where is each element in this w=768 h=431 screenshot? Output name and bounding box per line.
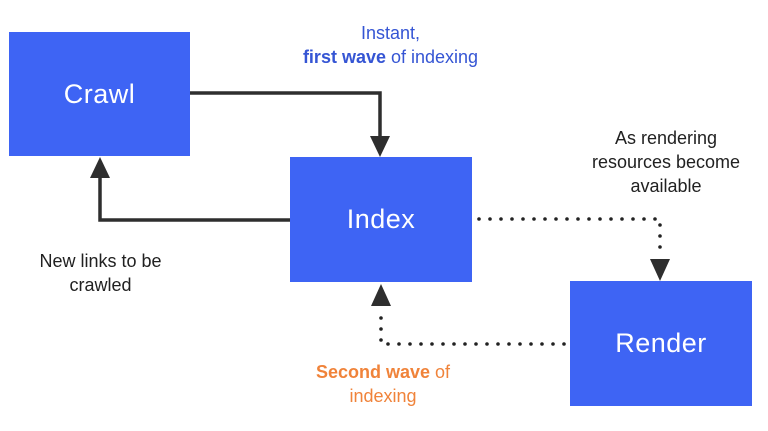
rendering-resources-note-line1: As rendering [614, 128, 718, 148]
render-to-index-dotted-arrow [371, 284, 566, 346]
crawl-to-index-arrow [190, 91, 390, 157]
second-wave-note-bold: Second wave [315, 362, 431, 382]
first-wave-note-rest: of indexing [385, 47, 479, 67]
new-links-note-line2: crawled [69, 275, 132, 295]
render-box: Render [570, 281, 752, 406]
second-wave-note-rest: of [430, 362, 451, 382]
new-links-note: New links to be crawled [18, 249, 183, 297]
index-to-crawl-arrow [90, 157, 290, 222]
crawl-box: Crawl [9, 32, 190, 156]
index-box-label: Index [346, 204, 416, 234]
second-wave-note-line1: Second wave of [288, 360, 478, 384]
first-wave-note-line1: Instant, [360, 23, 421, 43]
rendering-resources-note-line3: available [630, 176, 702, 196]
new-links-note-line1: New links to be [39, 251, 162, 271]
first-wave-note-bold: first wave [302, 47, 386, 67]
index-box: Index [290, 157, 472, 282]
index-to-render-dotted-arrow [477, 217, 670, 281]
crawl-box-label: Crawl [63, 78, 136, 109]
second-wave-note: Second wave of indexing [288, 360, 478, 408]
first-wave-note-line2: first wave of indexing [268, 45, 513, 69]
rendering-resources-note-line2: resources become [591, 152, 741, 172]
second-wave-note-line2: indexing [349, 386, 417, 406]
render-box-label: Render [615, 328, 707, 358]
first-wave-note: Instant, first wave of indexing [268, 21, 513, 69]
rendering-resources-note: As rendering resources become available [566, 126, 766, 198]
